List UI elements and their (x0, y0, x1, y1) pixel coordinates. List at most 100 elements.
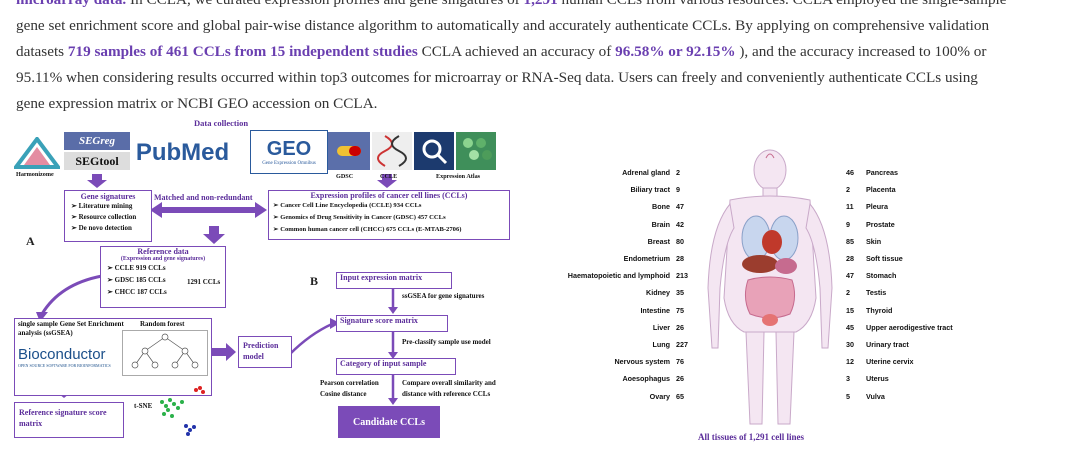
hex-grid-icon (463, 138, 492, 160)
workflow-figure: Data collection Harmonizome SEGreg SEGto… (10, 114, 520, 454)
body-map-caption: All tissues of 1,291 cell lines (698, 432, 804, 442)
tissue-name: Soft tissue (866, 254, 903, 263)
pubmed-logo: PubMed (135, 139, 230, 166)
bioconductor-sub: OPEN SOURCE SOFTWARE FOR BIOINFORMATICS (18, 363, 111, 368)
ssgsea-note: ssGSEA for gene signatures (402, 292, 485, 300)
tissue-name: Uterus (866, 374, 889, 384)
tissue-row-right: 3 Uterus (846, 374, 889, 383)
expression-atlas-label: Expression Atlas (436, 173, 481, 180)
tissue-count: 76 (676, 357, 684, 367)
gene-signatures-title: Gene signatures (80, 192, 136, 201)
tissue-count: 47 (846, 271, 854, 281)
tissue-count: 47 (676, 202, 684, 212)
reference-signature-box: Reference signature score matrix (14, 402, 124, 438)
paragraph-line-3: 95.11% when considering results occurred… (16, 69, 978, 86)
reference-item: ➢ GDSC 185 CCLs (107, 276, 166, 284)
tissue-name: Adrenal gland (622, 168, 670, 177)
validation-highlight: 719 samples of 461 CCLs from 15 independ… (67, 43, 418, 60)
prediction-model-box: Prediction model (238, 336, 292, 368)
gene-signatures-list: ➢ Literature mining ➢ Resource collectio… (71, 201, 151, 234)
workflow-arrows (36, 174, 398, 405)
tissue-name: Haematopoietic and lymphoid (567, 271, 670, 281)
tissue-row-left: Intestine 75 (560, 306, 684, 315)
tissue-name: Liver (652, 322, 670, 332)
input-matrix-box: Input expression matrix (336, 272, 452, 289)
tissue-count: 35 (676, 288, 684, 298)
tissue-count: 12 (846, 357, 854, 367)
bioconductor-logo: Bioconductor OPEN SOURCE SOFTWARE FOR BI… (18, 346, 122, 372)
harmonizome-logo-mark (14, 137, 60, 169)
tissue-count: 45 (846, 322, 854, 332)
tissue-count: 213 (676, 271, 688, 281)
category-label: Category of input sample (340, 359, 427, 368)
atlas-grid-logo (456, 132, 496, 170)
reference-data-list: ➢ CCLE 919 CCLs ➢ GDSC 185 CCLs ➢ CHCC 1… (107, 262, 225, 298)
gdsc-logo (328, 132, 370, 170)
harmonizome-label: Harmonizome (16, 171, 54, 178)
tissue-name: Ovary (649, 391, 670, 401)
tissue-name: Testis (866, 288, 887, 298)
expression-atlas-logo (414, 132, 454, 170)
harmonizome-logo (12, 136, 62, 170)
expression-profile-item: ➢ Genomics of Drug Sensitivity in Cancer… (273, 214, 446, 221)
preclassify-note: Pre-classify sample use model (402, 338, 491, 346)
panel-a-label: A (26, 234, 35, 248)
tissue-count: 30 (846, 340, 854, 349)
tissue-name: Prostate (866, 219, 895, 229)
tissue-name: Pleura (866, 202, 888, 212)
tissue-name: Intestine (640, 305, 670, 315)
tissue-name: Pancreas (866, 168, 898, 177)
tissue-count: 28 (846, 254, 854, 263)
tsne-scatter (160, 386, 205, 436)
gdsc-label: GDSC (336, 173, 354, 180)
tissue-count: 75 (676, 305, 684, 315)
tissue-name: Skin (866, 236, 882, 246)
prediction-model-label: Prediction model (243, 341, 279, 361)
expression-profile-item: ➢ Cancer Cell Line Encyclopedia (CCLE) 9… (273, 202, 422, 209)
tissue-count: 3 (846, 374, 850, 384)
tissue-count: 42 (676, 219, 684, 229)
description-paragraph: gene set enrichment score and global pai… (16, 13, 1066, 117)
ccle-logo (372, 132, 412, 170)
tissue-row-right: 28 Soft tissue (846, 254, 903, 263)
reference-item: ➢ CCLE 919 CCLs (107, 264, 166, 272)
expression-profiles-title: Expression profiles of cancer cell lines… (310, 191, 468, 200)
accuracy-highlight: 96.58% or 92.15% (615, 43, 736, 60)
tissue-count: 15 (846, 305, 854, 315)
tissue-count: 11 (846, 202, 854, 212)
tissue-name: Endometrium (623, 254, 670, 263)
compare-note: Compare overall similarity and distance … (402, 379, 496, 398)
tsne-label: t-SNE (134, 402, 153, 410)
ccle-label: CCLE (380, 173, 398, 180)
tissue-row-left: Liver 26 (560, 323, 684, 332)
tissue-name: Thyroid (866, 305, 893, 315)
segreg-logo: SEGreg (64, 132, 130, 150)
tissue-count: 26 (676, 374, 684, 384)
pearson-label: Pearson correlation (320, 379, 379, 387)
signature-score-label: Signature score matrix (340, 316, 418, 325)
microarray-link[interactable]: microarray data. (16, 0, 126, 8)
tissue-name: Lung (652, 340, 670, 349)
tissue-count: 26 (676, 322, 684, 332)
paragraph-line-2: datasets 719 samples of 461 CCLs from 15… (16, 43, 987, 60)
dna-icon (377, 135, 407, 167)
panel-b-label: B (310, 274, 319, 288)
tissue-row-left: Haematopoietic and lymphoid 213 (560, 271, 688, 280)
segtool-logo: SEGtool (64, 152, 130, 170)
gene-sig-item: ➢ Literature mining (71, 202, 133, 210)
